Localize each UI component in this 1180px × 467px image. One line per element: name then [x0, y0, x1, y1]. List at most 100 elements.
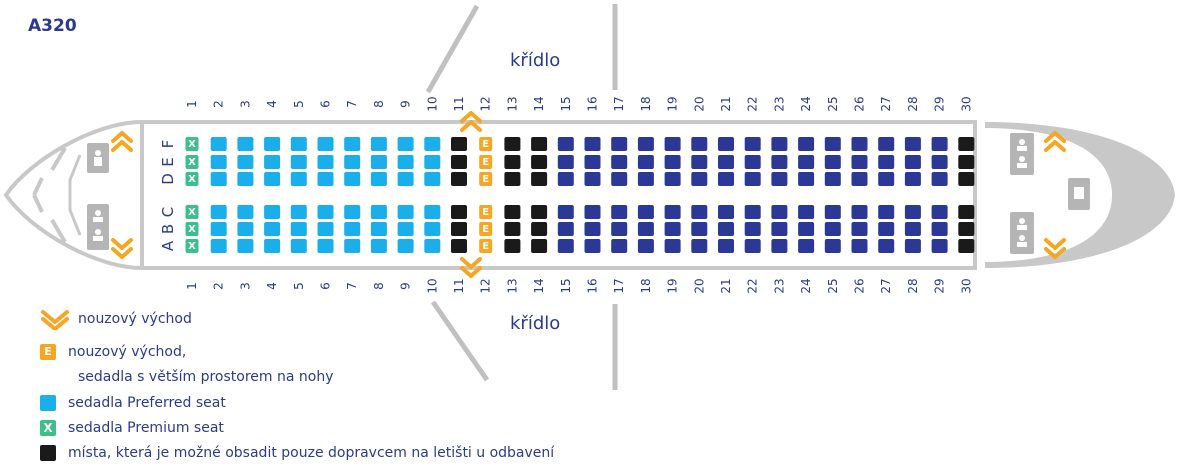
seat-preferred[interactable]: [290, 205, 307, 219]
seat-standard[interactable]: [824, 172, 841, 186]
seat-exit-legroom[interactable]: [479, 155, 493, 169]
seat-standard[interactable]: [611, 172, 628, 186]
seat-airport-only[interactable]: [958, 205, 975, 219]
seat-airport-only[interactable]: [504, 205, 521, 219]
seat-standard[interactable]: [851, 155, 868, 169]
seat-standard[interactable]: [584, 239, 601, 253]
seat-standard[interactable]: [718, 155, 734, 169]
seat-preferred[interactable]: [210, 239, 227, 253]
seat-standard[interactable]: [744, 172, 761, 186]
seat-standard[interactable]: [824, 222, 841, 236]
seat-airport-only[interactable]: [958, 155, 975, 169]
seat-standard[interactable]: [824, 155, 841, 169]
seat-standard[interactable]: [771, 172, 788, 186]
seat-preferred[interactable]: [370, 205, 387, 219]
seat-preferred[interactable]: [210, 222, 227, 236]
seat-airport-only[interactable]: [531, 239, 548, 253]
seat-standard[interactable]: [744, 137, 761, 151]
seat-standard[interactable]: [718, 205, 734, 219]
seat-standard[interactable]: [904, 205, 921, 219]
seat-standard[interactable]: [878, 205, 895, 219]
seat-preferred[interactable]: [237, 222, 254, 236]
seat-standard[interactable]: [664, 239, 681, 253]
seat-airport-only[interactable]: [504, 222, 521, 236]
seat-standard[interactable]: [771, 205, 788, 219]
seat-standard[interactable]: [691, 137, 708, 151]
seat-standard[interactable]: [798, 137, 815, 151]
seat-preferred[interactable]: [424, 155, 441, 169]
seat-standard[interactable]: [584, 205, 601, 219]
seat-airport-only[interactable]: [451, 172, 467, 186]
seat-standard[interactable]: [824, 137, 841, 151]
seat-premium[interactable]: [185, 205, 199, 219]
seat-preferred[interactable]: [210, 137, 227, 151]
seat-standard[interactable]: [664, 205, 681, 219]
seat-standard[interactable]: [851, 239, 868, 253]
seat-premium[interactable]: [185, 239, 199, 253]
seat-standard[interactable]: [904, 239, 921, 253]
seat-standard[interactable]: [744, 239, 761, 253]
seat-preferred[interactable]: [290, 137, 307, 151]
seat-preferred[interactable]: [397, 172, 414, 186]
seat-standard[interactable]: [798, 155, 815, 169]
seat-airport-only[interactable]: [531, 137, 548, 151]
seat-preferred[interactable]: [290, 222, 307, 236]
seat-preferred[interactable]: [210, 172, 227, 186]
seat-preferred[interactable]: [237, 172, 254, 186]
seat-preferred[interactable]: [370, 222, 387, 236]
seat-standard[interactable]: [637, 137, 654, 151]
seat-preferred[interactable]: [370, 137, 387, 151]
seat-preferred[interactable]: [370, 239, 387, 253]
seat-preferred[interactable]: [397, 137, 414, 151]
seat-standard[interactable]: [664, 222, 681, 236]
seat-preferred[interactable]: [317, 155, 334, 169]
seat-standard[interactable]: [557, 222, 574, 236]
seat-preferred[interactable]: [424, 137, 441, 151]
seat-preferred[interactable]: [424, 239, 441, 253]
seat-standard[interactable]: [691, 222, 708, 236]
seat-standard[interactable]: [557, 239, 574, 253]
seat-standard[interactable]: [557, 205, 574, 219]
seat-preferred[interactable]: [264, 155, 281, 169]
seat-standard[interactable]: [878, 172, 895, 186]
seat-standard[interactable]: [904, 222, 921, 236]
seat-airport-only[interactable]: [451, 155, 467, 169]
seat-exit-legroom[interactable]: [479, 137, 493, 151]
seat-preferred[interactable]: [264, 137, 281, 151]
seat-airport-only[interactable]: [451, 137, 467, 151]
seat-preferred[interactable]: [397, 155, 414, 169]
seat-airport-only[interactable]: [504, 172, 521, 186]
seat-standard[interactable]: [611, 205, 628, 219]
seat-preferred[interactable]: [344, 239, 361, 253]
seat-standard[interactable]: [664, 172, 681, 186]
seat-preferred[interactable]: [344, 222, 361, 236]
seat-exit-legroom[interactable]: [479, 239, 493, 253]
seat-standard[interactable]: [878, 137, 895, 151]
seat-preferred[interactable]: [317, 239, 334, 253]
seat-standard[interactable]: [931, 137, 948, 151]
seat-airport-only[interactable]: [958, 239, 975, 253]
seat-airport-only[interactable]: [451, 239, 467, 253]
seat-standard[interactable]: [878, 239, 895, 253]
seat-standard[interactable]: [637, 155, 654, 169]
seat-airport-only[interactable]: [504, 155, 521, 169]
seat-standard[interactable]: [798, 222, 815, 236]
seat-airport-only[interactable]: [958, 222, 975, 236]
seat-preferred[interactable]: [344, 155, 361, 169]
seat-standard[interactable]: [878, 222, 895, 236]
seat-premium[interactable]: [185, 137, 199, 151]
seat-standard[interactable]: [904, 172, 921, 186]
seat-preferred[interactable]: [237, 137, 254, 151]
seat-airport-only[interactable]: [451, 222, 467, 236]
seat-standard[interactable]: [691, 205, 708, 219]
seat-standard[interactable]: [718, 222, 734, 236]
seat-premium[interactable]: [185, 172, 199, 186]
seat-preferred[interactable]: [290, 155, 307, 169]
seat-preferred[interactable]: [424, 172, 441, 186]
seat-airport-only[interactable]: [958, 137, 975, 151]
seat-standard[interactable]: [931, 222, 948, 236]
seat-preferred[interactable]: [397, 205, 414, 219]
seat-preferred[interactable]: [237, 205, 254, 219]
seat-preferred[interactable]: [317, 205, 334, 219]
seat-standard[interactable]: [744, 205, 761, 219]
